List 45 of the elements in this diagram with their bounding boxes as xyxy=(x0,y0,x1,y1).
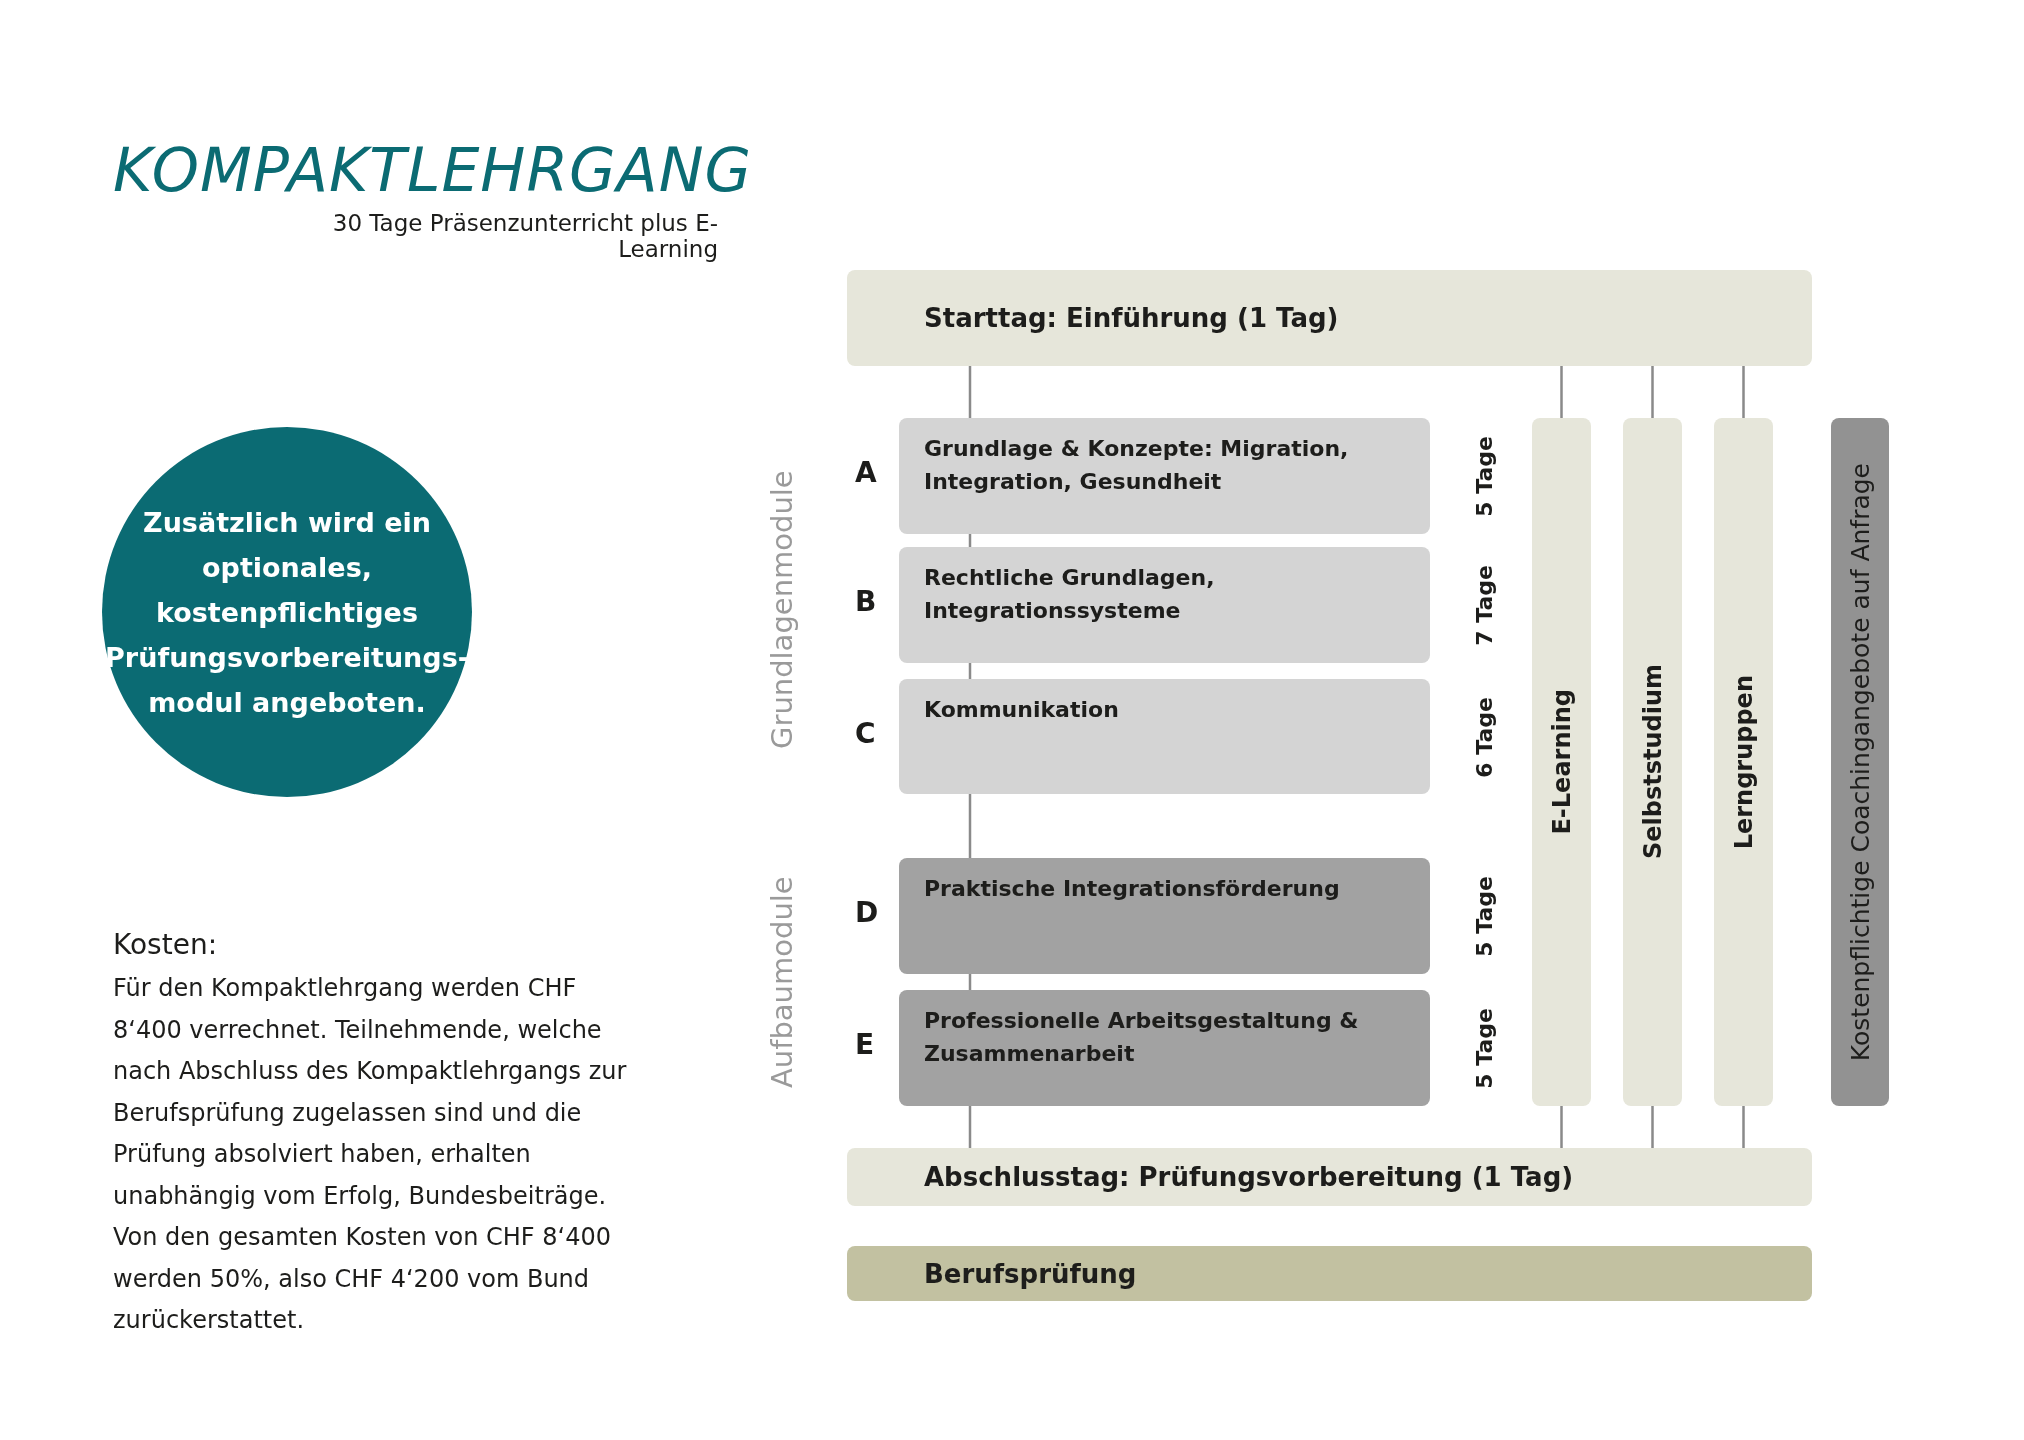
duration-label: 5 Tage xyxy=(1471,876,1498,957)
connector-line xyxy=(1560,1106,1563,1148)
module-letter: E xyxy=(855,1028,875,1061)
connector-line xyxy=(968,366,972,418)
group-label: Grundlagenmodule xyxy=(765,470,799,750)
stage-bar xyxy=(847,1148,1812,1206)
subtitle: 30 Tage Präsenzunterricht plus E-Learning xyxy=(331,210,718,262)
cost-paragraph: Für den Kompaktlehrgang werden CHF 8‘400 verrechnet. Teilnehmende, welche nach Abschluss des Kompaktlehrgangs zur Berufsprüfung zugelassen sind und die Prüfung absolviert haben, erhalten unabhängig vom Erfolg, Bundesbeiträge. Von den gesamten Kosten von CHF 8‘400 werden 50%, also CHF 4‘200 vom Bund zurückerstattet. xyxy=(113,973,628,1336)
method-column xyxy=(1714,418,1773,1106)
node-label: Rechtliche Grundlagen, Integrationssysteme xyxy=(924,565,1215,623)
group-label: Aufbaumodule xyxy=(765,875,799,1090)
section-heading: Kosten: xyxy=(113,928,218,961)
node-label: Berufsprüfung xyxy=(924,1258,1137,1289)
connector-line xyxy=(1560,366,1563,418)
module-letter: A xyxy=(855,456,877,489)
connector-line xyxy=(1742,1106,1745,1148)
node-label: E-Learning xyxy=(1547,689,1576,835)
duration-label: 5 Tage xyxy=(1471,1008,1498,1089)
module-letter: B xyxy=(855,585,877,618)
duration-label: 5 Tage xyxy=(1471,436,1498,517)
node-label: Lerngruppen xyxy=(1729,674,1758,850)
method-column xyxy=(1532,418,1591,1106)
node-label: Grundlage & Konzepte: Migration, Integration, Gesundheit xyxy=(924,436,1349,494)
duration-label: 6 Tage xyxy=(1471,697,1498,778)
node-label: Zusätzlich wird ein optionales, kostenpflichtiges Prüfungsvorbereitungs-modul angeboten. xyxy=(105,505,469,720)
coaching-column xyxy=(1831,418,1889,1106)
connector-line xyxy=(968,794,972,858)
node-label: Kommunikation xyxy=(924,697,1119,722)
node-label: Starttag: Einführung (1 Tag) xyxy=(924,303,1339,333)
module-letter: D xyxy=(855,896,879,929)
exam-bar xyxy=(847,1246,1812,1301)
node-label: Kostenpflichtige Coachingangebote auf Anfrage xyxy=(1845,462,1875,1062)
node-label: Selbststudium xyxy=(1638,664,1667,860)
connector-line xyxy=(1651,366,1654,418)
duration-label: 7 Tage xyxy=(1471,565,1498,646)
connector-line xyxy=(1651,1106,1654,1148)
node-label: Professionelle Arbeitsgestaltung & Zusammenarbeit xyxy=(924,1008,1359,1066)
title: KOMPAKTLEHRGANG xyxy=(113,135,753,205)
node-label: Praktische Integrationsförderung xyxy=(924,876,1340,901)
module-letter: C xyxy=(855,716,876,750)
stage-bar xyxy=(847,270,1812,366)
node-label: Abschlusstag: Prüfungsvorbereitung (1 Tag) xyxy=(924,1162,1574,1192)
method-column xyxy=(1623,418,1682,1106)
connector-line xyxy=(968,1106,972,1148)
connector-line xyxy=(1742,366,1745,418)
